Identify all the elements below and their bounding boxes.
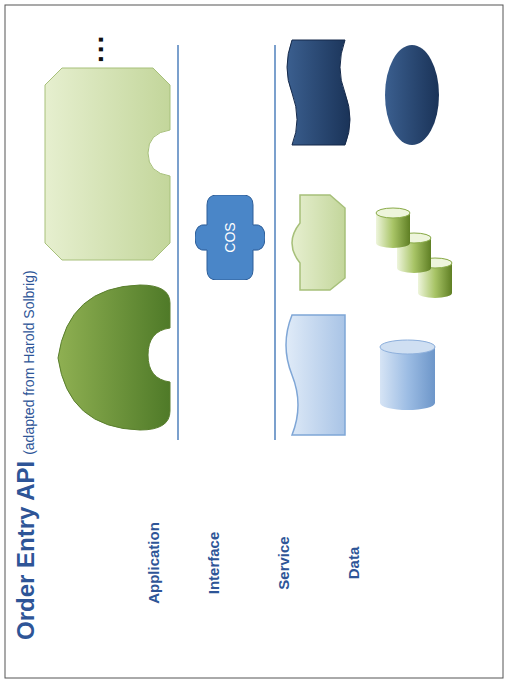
ellipsis-mark: ... [78, 34, 110, 63]
puzzle-shape [195, 195, 265, 280]
slide-title: Order Entry API [12, 461, 40, 640]
layer-label: Service [275, 498, 292, 628]
node-text: COS [222, 222, 238, 252]
service-puzzle-piece [286, 315, 345, 435]
title-row: Order Entry API (adapted from Harold Solb… [12, 270, 40, 640]
data-ellipse [385, 45, 439, 145]
page-frame [5, 5, 503, 678]
interface-puzzle-piece: COS [195, 195, 265, 280]
database-cylinder [380, 340, 435, 410]
service-puzzle-piece [292, 195, 345, 290]
layer-label: Data [345, 498, 362, 628]
attribution-subtitle: (adapted from Harold Solbrig) [21, 270, 37, 454]
application-puzzle-piece [58, 285, 170, 430]
layer-label: Interface [205, 498, 222, 628]
service-puzzle-piece [287, 40, 350, 145]
database-cylinder-stack [376, 208, 452, 298]
layer-divider [177, 45, 179, 440]
application-puzzle-piece [45, 68, 170, 260]
layer-label: Application [145, 498, 162, 628]
layer-divider [274, 45, 276, 440]
